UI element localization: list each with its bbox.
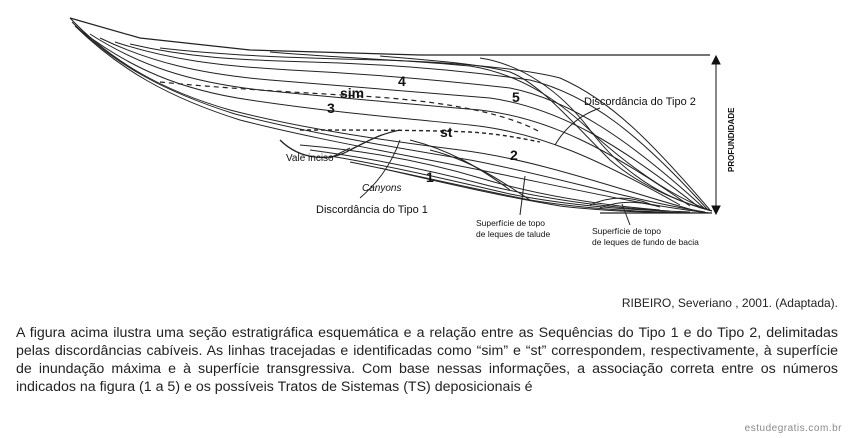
depth-arrow <box>711 54 721 216</box>
profundidade-label: PROFUNDIDADE <box>727 107 736 172</box>
seq2-label: 2 <box>510 147 518 163</box>
basin-fill-lines <box>299 139 706 214</box>
leader-discordancia-tipo2 <box>554 107 601 146</box>
sim-label: sim <box>340 85 364 101</box>
discordancia-tipo1-label: Discordância do Tipo 1 <box>316 204 428 216</box>
fundo-label-line1: Superfície de topo <box>592 226 661 236</box>
discordancia-tipo2-label: Discordância do Tipo 2 <box>584 96 696 108</box>
seq4-label: 4 <box>398 73 406 89</box>
seq3-label: 3 <box>327 100 335 116</box>
seq1-label: 1 <box>426 169 434 185</box>
talude-label-line1: Superfície de topo <box>476 218 545 228</box>
top-surface-line <box>69 17 710 56</box>
leader-vale-inciso <box>329 147 351 159</box>
figure-caption: RIBEIRO, Severiano , 2001. (Adaptada). <box>621 296 838 310</box>
seq5-label: 5 <box>512 89 520 105</box>
st-label: st <box>440 124 453 140</box>
talude-label-line2: de leques de talude <box>476 229 550 239</box>
leader-fundo <box>621 203 631 226</box>
leader-talude <box>519 175 526 216</box>
fundo-label-line2: de leques de fundo de bacia <box>592 237 699 247</box>
question-text: A figura acima ilustra uma seção estrati… <box>16 325 838 395</box>
canyons-label: Canyons <box>362 183 401 194</box>
watermark: estudegratis.com.br <box>744 423 842 434</box>
sim-surface-dashed <box>159 81 541 133</box>
leader-discordancia-tipo1 <box>359 139 401 199</box>
clinoform-lines <box>69 17 713 214</box>
st-surface-dashed <box>299 129 541 143</box>
vale-inciso-label: Vale inciso <box>286 153 334 164</box>
incised-valley <box>279 129 401 159</box>
stratigraphic-section-figure: 4 5 sim 3 st 2 1 Discordância do Tipo 2 … <box>69 17 736 247</box>
